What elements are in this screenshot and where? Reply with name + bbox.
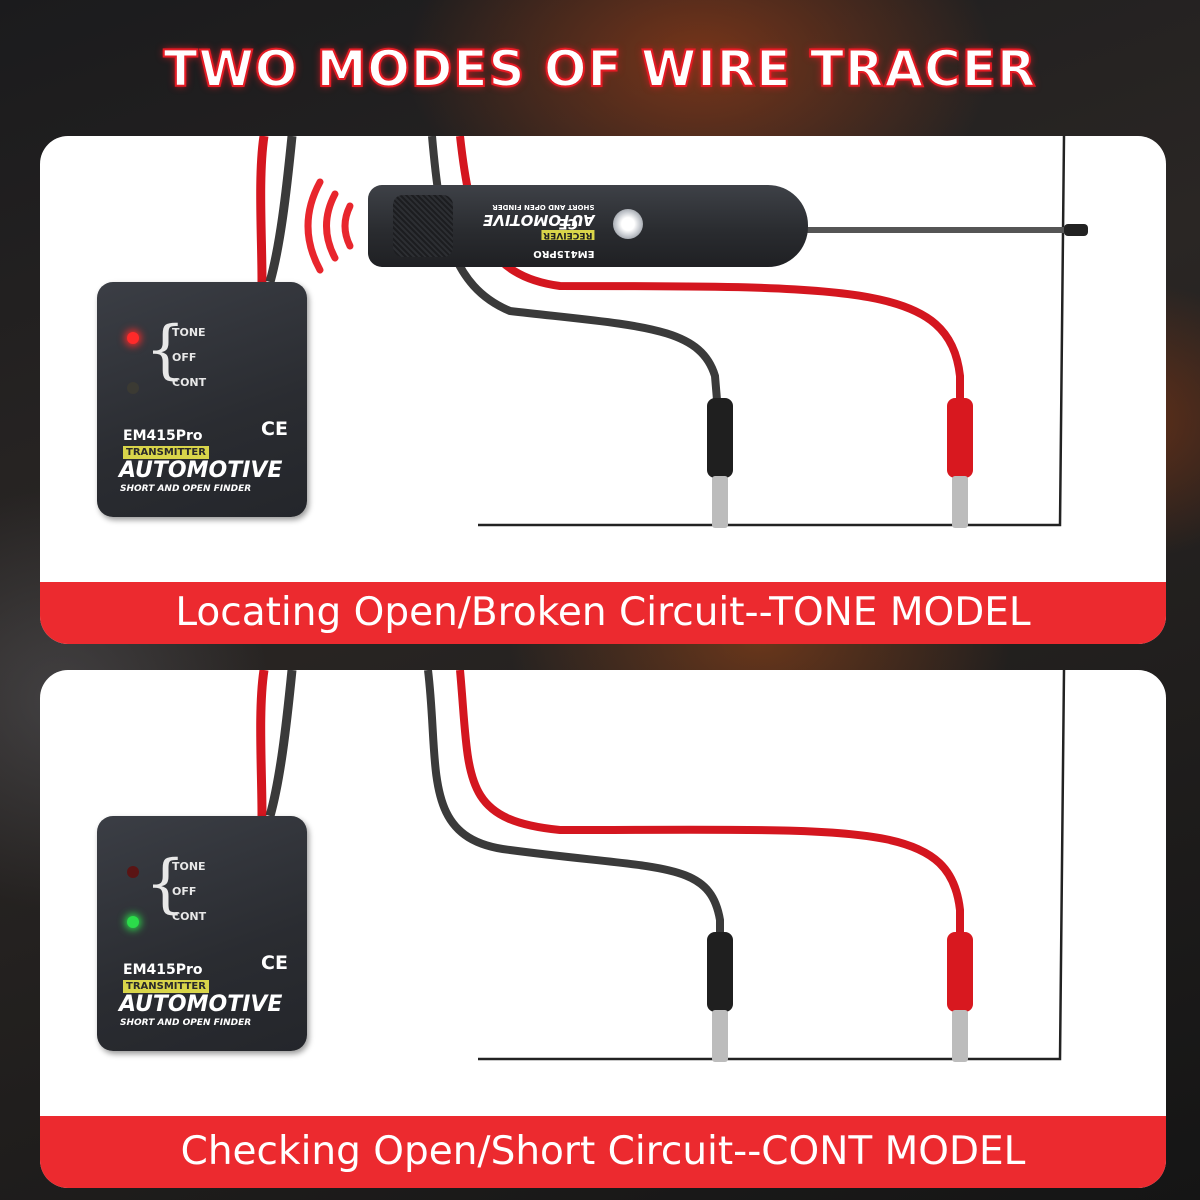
receiver-ce-mark: CE [558,215,578,231]
receiver-probe: EM415PRO RECEIVER AUTOMOTIVE SHORT AND O… [368,185,828,267]
red-cable [256,670,269,817]
circuit-line [478,670,1066,1061]
cont-led-icon [127,382,139,394]
switch-label-off: OFF [172,885,197,898]
red-alligator-clip [947,932,973,1062]
page-title: TWO MODES OF WIRE TRACER [162,39,1037,99]
black-alligator-clip [707,932,733,1062]
panel-caption: Checking Open/Short Circuit--CONT MODEL [40,1116,1166,1188]
panel-cont-mode: { TONE OFF CONT EM415Pro CE TRANSMITTER … [40,670,1166,1188]
panel-tone-mode: EM415PRO RECEIVER AUTOMOTIVE SHORT AND O… [40,136,1166,644]
transmitter-subtitle: SHORT AND OPEN FINDER [120,1018,252,1028]
tone-led-icon [127,332,139,344]
red-cable [256,136,269,283]
transmitter-ce-mark: CE [261,952,288,974]
transmitter-badge: TRANSMITTER [123,980,209,993]
receiver-badge: RECEIVER [541,230,595,240]
black-cable [265,136,297,284]
switch-label-cont: CONT [172,910,207,923]
transmitter-brand: AUTOMOTIVE [119,458,283,483]
switch-label-off: OFF [172,351,197,364]
transmitter-model: EM415Pro [123,428,203,444]
black-lead [424,670,724,970]
brace-icon: { [145,313,186,387]
receiver-power-button [613,209,643,239]
receiver-model: EM415PRO [533,248,595,259]
red-alligator-clip [947,398,973,528]
probe-tip [1064,224,1088,236]
red-lead [456,670,964,970]
panel-caption: Locating Open/Broken Circuit--TONE MODEL [40,582,1166,644]
transmitter-ce-mark: CE [261,418,288,440]
transmitter-subtitle: SHORT AND OPEN FINDER [120,484,252,494]
tone-led-icon [127,866,139,878]
transmitter-unit: { TONE OFF CONT EM415Pro CE TRANSMITTER … [97,816,307,1051]
red-lead [456,136,964,436]
wiring-diagram [256,670,1066,1062]
switch-label-tone: TONE [172,326,206,339]
transmitter-model: EM415Pro [123,962,203,978]
speaker-grille [393,195,453,257]
black-cable [265,670,297,818]
circuit-line [478,136,1066,527]
switch-label-cont: CONT [172,376,207,389]
transmitter-brand: AUTOMOTIVE [119,992,283,1017]
transmitter-badge: TRANSMITTER [123,446,209,459]
sound-wave-icon [304,178,354,274]
brace-icon: { [145,847,186,921]
receiver-label-group: EM415PRO RECEIVER AUTOMOTIVE SHORT AND O… [483,203,595,259]
cont-led-icon [127,916,139,928]
transmitter-unit: { TONE OFF CONT EM415Pro CE TRANSMITTER … [97,282,307,517]
receiver-subtitle: SHORT AND OPEN FINDER [492,203,595,211]
black-alligator-clip [707,398,733,528]
switch-label-tone: TONE [172,860,206,873]
